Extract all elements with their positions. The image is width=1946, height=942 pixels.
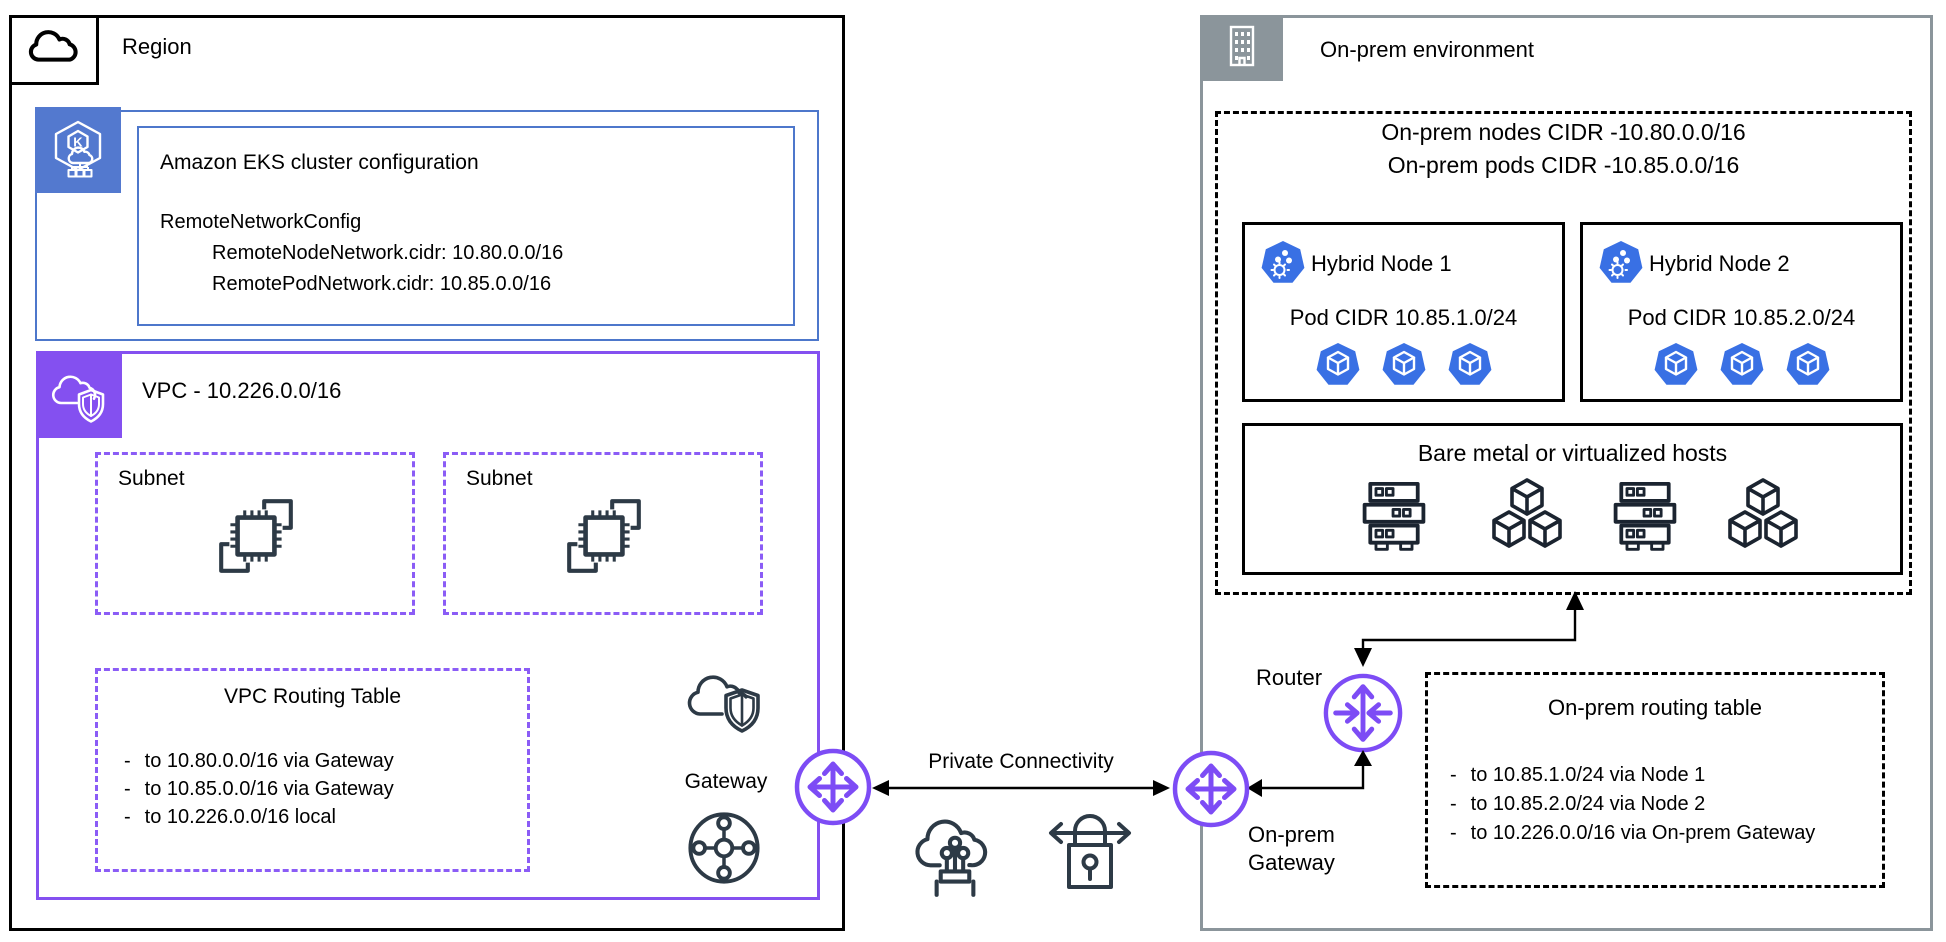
region-title: Region [122,34,192,59]
pod-cidr-label: Pod CIDR 10.85.2.0/24 [1627,305,1856,330]
bullet: - [1450,822,1457,844]
bullet: - [124,750,131,772]
onprem-pods-cidr: On-prem pods CIDR -10.85.0.0/16 [1387,152,1740,178]
route-text: to 10.226.0.0/16 via On-prem Gateway [1470,822,1816,844]
route-text: to 10.80.0.0/16 via Gateway [144,750,394,772]
route-text: to 10.85.1.0/24 via Node 1 [1470,764,1706,786]
gateway-label: Gateway [684,770,768,793]
eks-config-section [35,110,819,341]
chip-icon [213,493,299,584]
route-entry: - to 10.226.0.0/16 local [124,803,394,831]
onprem-nodes-box [1215,111,1912,595]
route-text: to 10.85.2.0/24 via Node 2 [1470,793,1706,815]
vpc-routing-table: VPC Routing Table - to 10.80.0.0/16 via … [95,668,530,872]
eks-config-box [137,126,795,326]
onprem-gateway-label: Gateway [1248,850,1335,875]
hybrid-node-icon [1597,239,1645,292]
vpc-routing-table-title: VPC Routing Table [223,685,402,708]
onprem-header [1200,15,1283,81]
pod-icon [1314,341,1362,394]
onprem-title: On-prem environment [1320,37,1534,62]
onprem-nodes-cidr: On-prem nodes CIDR -10.80.0.0/16 [1381,119,1746,145]
cubes-icon [1487,476,1567,563]
server-icon [1357,478,1431,563]
subnet-label: Subnet [466,467,533,490]
connector-hosts-router [1340,586,1590,685]
eks-config-line: RemoteNodeNetwork.cidr: 10.80.0.0/16 [212,242,564,264]
subnet-label: Subnet [118,467,185,490]
router-icon [1322,672,1404,759]
private-connectivity-label: Private Connectivity [928,750,1114,773]
bullet: - [124,778,131,800]
eks-icon: K [35,107,121,193]
cubes-icon [1723,476,1803,563]
hybrid-node-title: Hybrid Node 2 [1649,251,1790,276]
server-icon [1608,478,1682,563]
direct-connect-icon [906,800,1004,907]
route-text: to 10.85.0.0/16 via Gateway [144,778,394,800]
subnet-box-2: Subnet [443,452,763,615]
onprem-routing-table-title: On-prem routing table [1548,695,1762,720]
hybrid-node-1-box: Hybrid Node 1 Pod CIDR 10.85.1.0/24 [1242,222,1565,402]
vpc-title: VPC - 10.226.0.0/16 [142,378,342,403]
route-entry: - to 10.226.0.0/16 via On-prem Gateway [1450,819,1815,848]
hybrid-node-title: Hybrid Node 1 [1311,251,1452,276]
chip-icon [561,493,647,584]
vpc-icon [36,351,122,438]
pod-icon [1652,341,1700,394]
pod-icon [1784,341,1832,394]
route-entry: - to 10.85.1.0/24 via Node 1 [1450,761,1815,790]
vpc-routes: - to 10.80.0.0/16 via Gateway - to 10.85… [124,747,394,831]
pods-row [1583,341,1900,394]
subnet-box-1: Subnet [95,452,415,615]
eks-config-line: RemotePodNetwork.cidr: 10.85.0.0/16 [212,273,552,295]
router-label: Router [1256,665,1323,690]
route-text: to 10.226.0.0/16 local [144,806,336,828]
onprem-container [1200,15,1933,931]
eks-config-title: Amazon EKS cluster configuration [160,151,479,174]
pod-icon [1718,341,1766,394]
building-icon [1218,21,1266,76]
hosts-title: Bare metal or virtualized hosts [1417,440,1728,466]
region-header [9,15,99,85]
route-entry: - to 10.85.0.0/16 via Gateway [124,775,394,803]
connector-router-gateway [1244,748,1376,805]
vpn-lock-icon [1044,800,1136,905]
svg-text:K: K [73,135,83,150]
region-container [9,15,845,931]
bullet: - [124,806,131,828]
onprem-routes: - to 10.85.1.0/24 via Node 1 - to 10.85.… [1450,761,1815,848]
pod-cidr-label: Pod CIDR 10.85.1.0/24 [1289,305,1518,330]
hosts-box: Bare metal or virtualized hosts [1242,423,1903,575]
onprem-gateway-label: On-prem [1248,822,1335,847]
hybrid-node-icon [1259,239,1307,292]
private-connectivity-arrow [866,777,1176,804]
onprem-routing-table: On-prem routing table - to 10.85.1.0/24 … [1425,672,1885,888]
virtual-private-gateway-icon [686,810,762,891]
bullet: - [1450,764,1457,786]
cloud-shield-icon [684,664,768,757]
route-entry: - to 10.80.0.0/16 via Gateway [124,747,394,775]
onprem-gateway-icon [1171,749,1251,834]
route-entry: - to 10.85.2.0/24 via Node 2 [1450,790,1815,819]
vpc-container [36,351,820,900]
hybrid-node-2-box: Hybrid Node 2 Pod CIDR 10.85.2.0/24 [1580,222,1903,402]
bullet: - [1450,793,1457,815]
gateway-icon [793,747,873,832]
eks-config-line: RemoteNetworkConfig [160,211,362,233]
pod-icon [1380,341,1428,394]
pods-row [1245,341,1562,394]
pod-icon [1446,341,1494,394]
cloud-icon [25,27,83,74]
